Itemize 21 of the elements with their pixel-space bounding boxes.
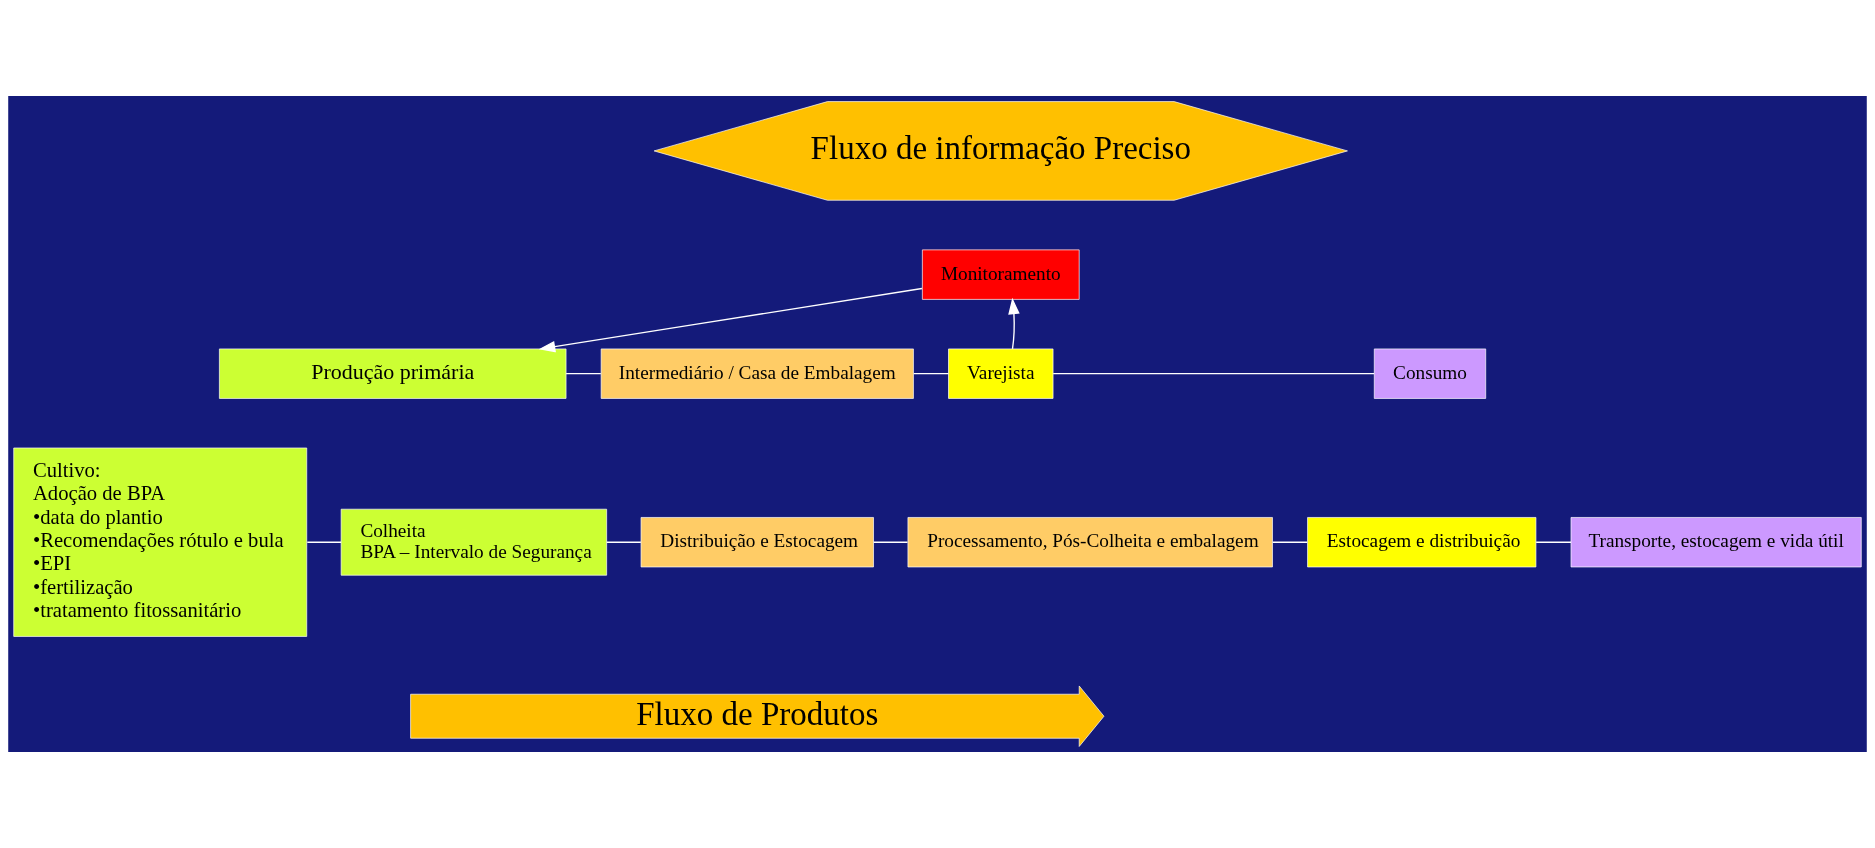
connector	[873, 541, 909, 543]
node-box: Intermediário / Casa de Embalagem	[600, 348, 914, 399]
connector	[606, 541, 642, 543]
node-box: Varejista	[948, 348, 1054, 399]
node-box: Processamento, Pós-Colheita e embalagem	[907, 517, 1273, 568]
node-box: Colheita BPA – Intervalo de Segurança	[340, 508, 607, 576]
node-box: Produção primária	[219, 348, 567, 399]
connector	[1052, 373, 1375, 375]
node-box: Cultivo: Adoção de BPA •data do plantio •Recomendações rótulo e bula •EPI •fertilização •tratamento fitossanitário	[13, 447, 308, 637]
connector	[306, 541, 342, 543]
node-box: Distribuição e Estocagem	[640, 517, 874, 568]
node-box: Monitoramento	[922, 249, 1080, 300]
connector	[1535, 541, 1572, 543]
node-box: Estocagem e distribuição	[1307, 517, 1537, 568]
arrow	[538, 287, 923, 353]
node-box: Consumo	[1373, 348, 1487, 399]
node-box: Transporte, estocagem e vida útil	[1570, 517, 1862, 568]
connector	[913, 373, 950, 375]
connector	[1272, 541, 1308, 543]
connector	[565, 373, 602, 375]
arrow	[1008, 297, 1020, 350]
